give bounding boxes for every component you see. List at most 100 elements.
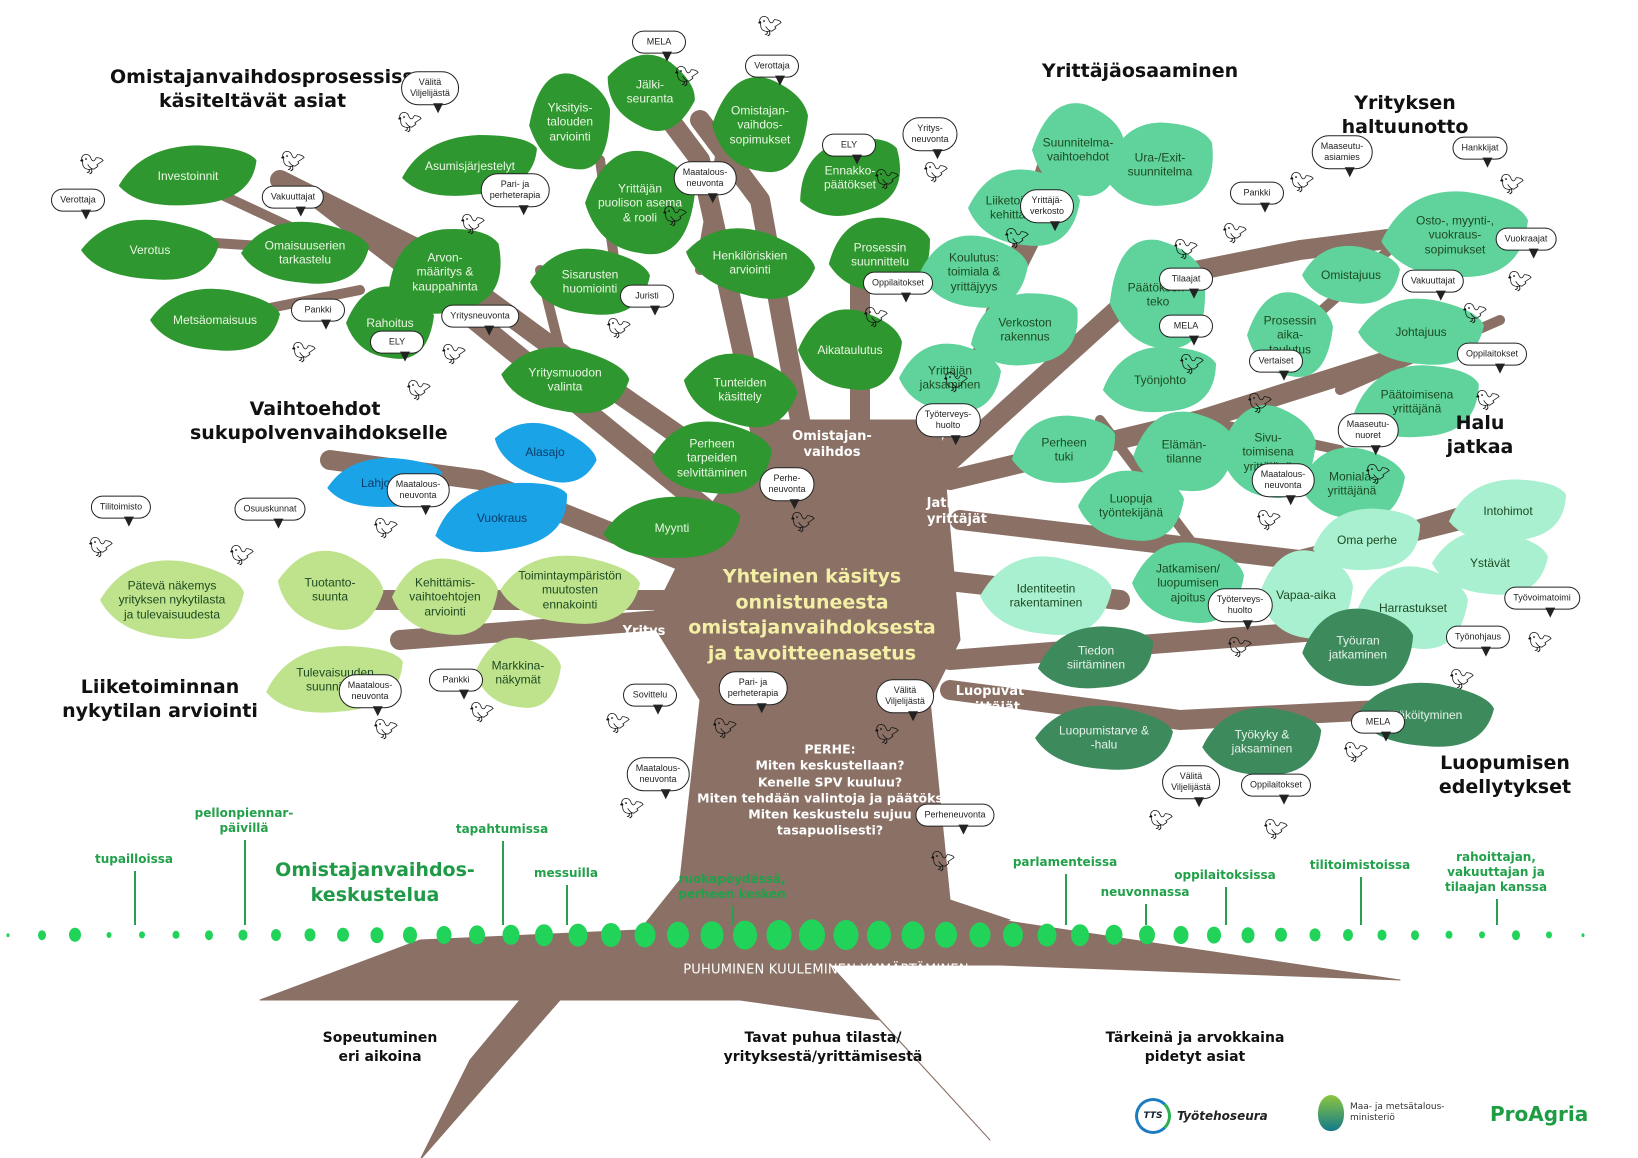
bird-icon: 🐦︎: [373, 717, 399, 741]
leaf-process: [603, 496, 741, 558]
bird-icon: 🐦︎: [1499, 172, 1525, 196]
speech-bubble: Perhe- neuvonta: [759, 467, 815, 509]
center-title: Yhteinen käsitys onnistuneesta omistajan…: [688, 565, 936, 665]
leaf-continue: [1299, 447, 1405, 520]
ground-dot: [799, 919, 825, 951]
speech-bubble: Työterveys- huolto: [915, 403, 981, 445]
ground-pointer-line: [1065, 874, 1067, 925]
heading-will-to-continue: Halu jatkaa: [1446, 412, 1514, 458]
leaf-skills: [1102, 346, 1217, 413]
speech-bubble: Maaseutu- asiamies: [1311, 135, 1373, 177]
speech-bubble: Sovittelu: [623, 683, 677, 715]
speech-bubble: Oppilaitokset: [1456, 342, 1528, 374]
proagria-name: ProAgria: [1490, 1102, 1589, 1126]
leaves: [81, 54, 1567, 775]
heading-process-topics: Omistajanvaihdosprosessissa käsiteltävät…: [110, 66, 427, 112]
ground-dot: [766, 920, 791, 950]
ground-dot: [1173, 926, 1188, 944]
leaf-process: [683, 353, 798, 428]
leaf-takeover: [1381, 191, 1528, 277]
heading-entrepreneur-skills: Yrittäjäosaaminen: [1041, 60, 1239, 82]
ground-dot: [901, 921, 924, 949]
leaf-business_state: [475, 637, 561, 708]
speech-bubble: Välitä Viljelijästä: [1162, 765, 1220, 807]
speech-bubble: Yritysneuvonta: [441, 304, 519, 336]
ground-dot: [1003, 923, 1023, 947]
bird-icon: 🐦︎: [88, 535, 114, 559]
leaf-business_state: [500, 555, 640, 624]
speech-bubble: Pari- ja perheterapia: [718, 671, 788, 713]
speech-bubble: Työnohjaus: [1445, 625, 1511, 657]
speech-bubble: MELA: [1159, 314, 1213, 346]
leaf-continue: [1448, 479, 1567, 542]
leaf-process: [798, 309, 902, 390]
bird-icon: 🐦︎: [1343, 740, 1369, 764]
ground-title: Omistajanvaihdos- keskustelua: [275, 859, 475, 906]
bird-icon: 🐦︎: [1179, 352, 1205, 376]
ground-dot: [867, 920, 891, 950]
bird-icon: 🐦︎: [1004, 226, 1030, 250]
ground-dot: [469, 925, 485, 945]
ground-dot: [238, 929, 247, 941]
ground-dot: [502, 924, 519, 946]
ground-place-label: tapahtumissa: [455, 822, 549, 836]
speech-bubble: ELY: [370, 330, 424, 362]
root-label-right: Tärkeinä ja arvokkaina pidetyt asiat: [1105, 1030, 1285, 1065]
bird-icon: 🐦︎: [930, 849, 956, 873]
leaf-skills: [1105, 122, 1213, 206]
ground-dot: [1241, 927, 1254, 943]
ground-dot: [1581, 933, 1584, 937]
speech-bubble: Pankki: [291, 298, 345, 330]
ground-dot: [337, 927, 349, 943]
ground-dot: [667, 921, 689, 949]
speech-bubble: Pankki: [1230, 181, 1284, 213]
logo-tts: TTS Työtehoseura: [1135, 1098, 1268, 1134]
bird-icon: 🐦︎: [619, 796, 645, 820]
leaf-continue: [1133, 411, 1235, 492]
ground-place-label: tupailloissa: [94, 852, 174, 866]
leaf-continue: [1312, 508, 1421, 571]
leaf-business_state: [100, 560, 244, 639]
ground-dot: [1105, 924, 1122, 946]
leaf-process: [388, 228, 501, 314]
speech-bubble: Hankkijat: [1452, 136, 1508, 168]
bird-icon: 🐦︎: [874, 167, 900, 191]
ground-dot: [1139, 925, 1155, 945]
leaf-continue: [1432, 530, 1548, 595]
bird-icon: 🐦︎: [397, 110, 423, 134]
ground-place-label: rahoittajan, vakuuttajan ja tilaajan kan…: [1444, 850, 1548, 894]
root-label-left: Sopeutuminen eri aikoina: [322, 1030, 438, 1065]
bird-icon: 🐦︎: [863, 305, 889, 329]
bird-icon: 🐦︎: [229, 543, 255, 567]
ground-dot: [6, 933, 10, 937]
ground-place-label: ruokapöydässä, perheen kesken: [678, 872, 786, 901]
bird-icon: 🐦︎: [79, 152, 105, 176]
ground-dot: [403, 926, 417, 944]
leaf-skills: [1032, 103, 1124, 197]
ground-pointer-line: [566, 885, 568, 925]
ground-pointer-line: [1360, 877, 1362, 925]
mmm-name: Maa- ja metsätalous- ministeriö: [1350, 1102, 1445, 1123]
heading-takeover: Yrityksen haltuunotto: [1341, 92, 1469, 138]
ground-dot: [106, 932, 111, 938]
speech-bubble: Välitä Viljelijästä: [876, 679, 934, 721]
leaf-retire: [1302, 608, 1414, 686]
bird-icon: 🐦︎: [1247, 391, 1273, 415]
leaf-process: [150, 288, 280, 351]
ground-dot: [601, 923, 621, 947]
leaf-skills: [899, 343, 1001, 412]
leaf-process: [685, 228, 816, 299]
mmm-mark-icon: [1318, 1095, 1344, 1131]
bird-icon: 🐦︎: [1365, 462, 1391, 486]
ground-pointer-line: [732, 906, 734, 925]
leaf-alternatives: [435, 482, 567, 553]
ground-dot: [700, 921, 723, 949]
speech-bubble: Vakuuttajat: [261, 185, 325, 217]
bird-icon: 🐦︎: [1256, 508, 1282, 532]
family-questions: PERHE: Miten keskustellaan? Kenelle SPV …: [697, 741, 963, 838]
speech-bubble: Perheneuvonta: [915, 803, 995, 835]
speech-bubble: MELA: [632, 30, 686, 62]
bird-icon: 🐦︎: [662, 204, 688, 228]
leaf-process: [800, 138, 900, 216]
